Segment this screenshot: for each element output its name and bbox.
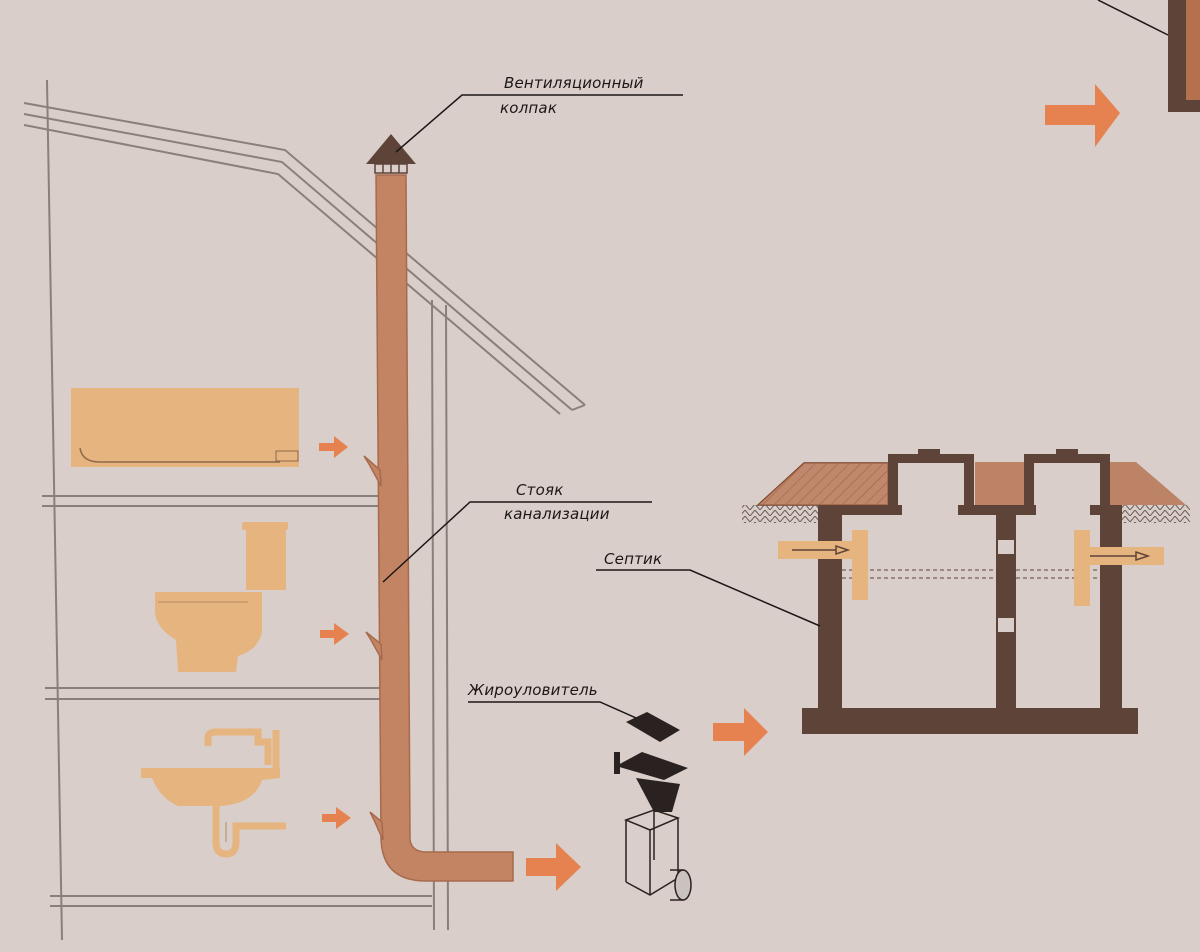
vent-cap-icon	[366, 134, 416, 174]
riser-label-line2: канализации	[504, 505, 610, 523]
bathtub-icon	[71, 388, 299, 467]
floor-slabs	[42, 495, 432, 907]
roof-lines	[23, 102, 586, 415]
septic-label: Септик	[604, 550, 663, 568]
grease-trap-icon	[614, 712, 692, 901]
vent-cap-label: Вентиляционный	[504, 74, 644, 92]
septic-tank-icon	[742, 449, 1190, 734]
house-walls	[46, 79, 449, 941]
leader-lines	[382, 94, 821, 719]
toilet-icon	[155, 522, 288, 672]
vent-cap-label-line2: колпак	[500, 99, 558, 117]
flow-arrow-large	[526, 84, 1120, 891]
riser-label: Стояк	[516, 481, 564, 499]
grease-trap-label: Жироуловитель	[468, 681, 598, 699]
flow-arrow-small	[319, 436, 351, 829]
sewer-riser-pipe	[363, 174, 514, 882]
sink-icon	[141, 728, 286, 858]
partial-structure-corner	[1097, 0, 1200, 112]
